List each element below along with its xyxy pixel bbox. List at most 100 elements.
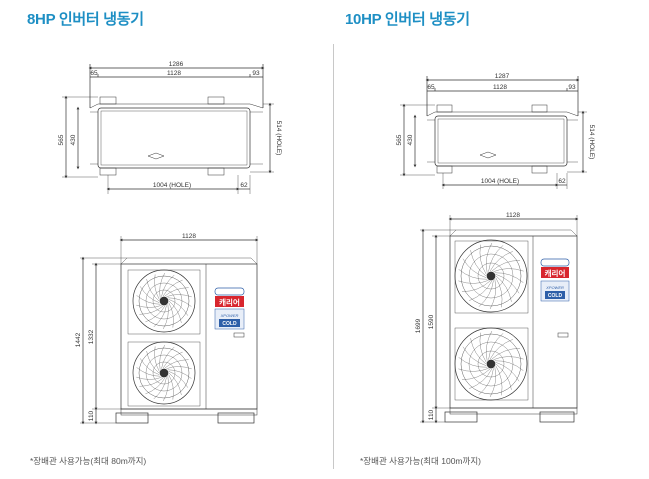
fan-blade [167,369,192,379]
fan-blade [493,268,524,272]
right-note: *장배관 사용가능(최대 100m까지) [360,456,481,466]
left-top-view [62,64,274,194]
fan-blade [162,351,183,369]
right-front-body-height: 1590 [428,314,435,329]
right-brand-logo-box [541,267,569,278]
fan-blade [486,330,493,361]
right-top-hole-depth: 514 (HOLE) [588,125,595,160]
fan-blade [458,269,488,280]
right-top-hole-offset: 62 [558,178,566,185]
left-front-width: 1128 [182,233,196,240]
fan-blade [478,368,494,395]
right-top-depth: 565 [396,134,403,145]
fan-blade [136,304,162,308]
fan-blade [486,242,493,273]
right-brand-oval [540,258,570,267]
right-title: 10HP 인버터 냉동기 [345,11,470,28]
fan-blade [495,274,520,294]
left-front-view [80,236,259,425]
fan-blade [489,367,496,398]
left-note: *장배관 사용가능(최대 80m까지) [30,456,147,466]
right-front-width: 1128 [506,212,520,219]
fan-blade [462,258,487,278]
fan-blade [488,245,504,272]
fan-blade [479,244,487,275]
right-badge-line2: COLD [548,293,563,299]
right-top-view [400,76,587,189]
fan-blade [168,371,189,388]
fan-blade [168,374,174,400]
fan-blade [168,372,182,395]
fan-blade [494,360,524,371]
fan-blade [145,377,166,395]
fan-blade [168,299,189,316]
right-top-hole-width: 1004 (HOLE) [481,178,519,185]
fan-blade [495,275,512,302]
right-badge-line1: XPOWER [545,285,564,290]
fan-blade [494,272,524,283]
right-brand-logo: 캐리어 [545,268,566,278]
left-top-depth-inner: 430 [70,134,77,145]
fan-blade [145,305,166,323]
fan-blade [159,344,165,370]
fan-blade [469,280,493,301]
fan-blade [478,280,494,307]
fan-blade [491,348,521,360]
left-top-overall-width: 1286 [169,61,184,68]
fan-blade [166,366,192,370]
fan-blade [489,339,513,360]
fan-blade [458,368,489,372]
right-front-view [420,215,579,424]
left-top-hole-depth: 514 (HOLE) [275,121,282,156]
fan-blade [154,346,160,372]
fan-blade [168,300,182,323]
left-badge-bar [219,319,240,327]
left-brand-oval [214,287,245,296]
center-divider [333,44,334,469]
fan-blade [153,377,167,400]
right-top-depth-inner: 430 [407,134,414,145]
fan-blade [146,279,160,302]
fan-blade [136,376,162,380]
fan-blade [461,368,491,380]
fan-blade [159,272,165,298]
fan-blade [161,274,175,297]
fan-blade [162,279,183,297]
fan-blade [161,346,175,369]
left-front-total-height: 1442 [75,332,82,347]
fan-blade [163,304,169,330]
fan-blade [136,295,161,305]
fan-blade [139,286,160,303]
right-front-total-height: 1699 [415,318,422,333]
left-brand-logo: 캐리어 [219,297,240,307]
fan-blade [488,333,504,360]
fan-blade [495,365,503,396]
fan-blade [469,368,493,389]
left-brand-logo-box [215,296,244,307]
right-front-base-height: 110 [428,409,435,420]
fan-blade [493,356,524,360]
fan-blade [164,287,189,297]
fan-blade [462,346,487,366]
right-top-left-offset: 65 [427,84,435,91]
left-title: 8HP 인버터 냉동기 [27,11,144,28]
left-top-left-offset: 65 [90,70,98,77]
fan-blade [491,260,521,272]
fan-blade [164,359,189,369]
fan-blade [154,274,160,300]
fan-blade [168,302,174,328]
left-fan-blades [136,272,192,402]
right-top-body-width: 1128 [493,84,507,91]
left-badge-line2: COLD [222,321,237,327]
fan-blade [153,305,167,328]
fan-blade [495,362,520,382]
fan-blade [489,279,496,310]
fan-blade [146,351,160,374]
left-front-base-height: 110 [88,410,95,421]
fan-blade [479,332,487,363]
right-top-right-offset: 93 [568,84,576,91]
left-top-depth: 565 [58,134,65,145]
left-top-right-offset: 93 [252,70,260,77]
fan-blade [136,367,161,377]
